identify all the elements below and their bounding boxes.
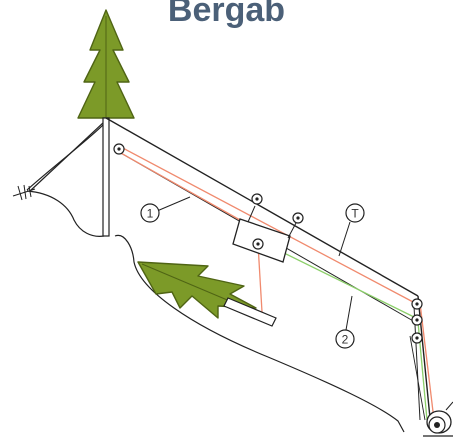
hauled-tree-icon bbox=[137, 261, 277, 327]
winch-icon bbox=[423, 401, 453, 437]
terrain-slope bbox=[26, 123, 405, 433]
anchor-stump-icon bbox=[12, 184, 36, 201]
tail-spar bbox=[417, 295, 431, 419]
rope-1 bbox=[118, 145, 435, 421]
callout-t-label: T bbox=[351, 207, 359, 221]
guy-line bbox=[29, 121, 105, 192]
pulley-icon bbox=[113, 143, 423, 344]
spar-tree-icon bbox=[77, 9, 135, 237]
callout-2-leader bbox=[345, 295, 353, 331]
callout-1-label: 1 bbox=[147, 207, 154, 221]
rope-2 bbox=[281, 251, 428, 421]
callout-t-leader bbox=[338, 221, 351, 257]
skyline-main-rope bbox=[105, 117, 419, 297]
callout-1 bbox=[140, 203, 160, 223]
callout-t bbox=[345, 203, 365, 223]
callout-2-label: 2 bbox=[342, 333, 349, 347]
diagram-title: Bergab bbox=[167, 0, 286, 29]
callout-2 bbox=[335, 329, 355, 349]
callout-1-leader bbox=[156, 196, 191, 212]
